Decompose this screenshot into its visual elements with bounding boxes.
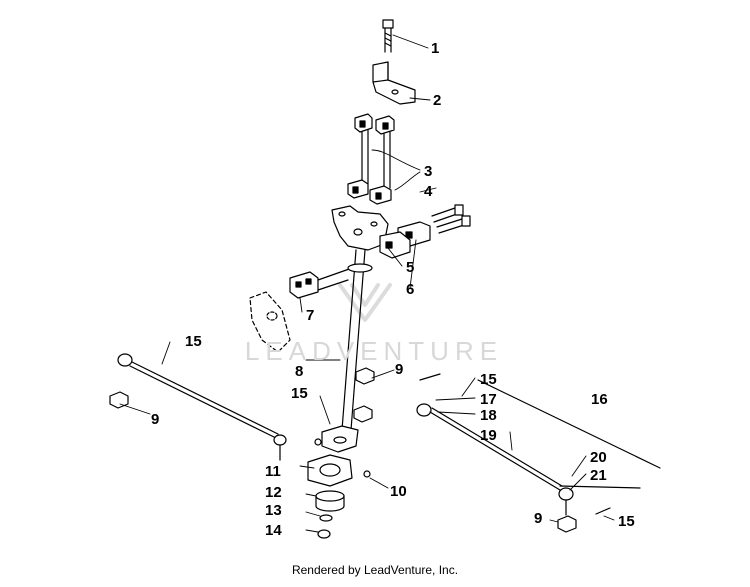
callout-17: 17 (480, 391, 497, 408)
callout-15-left: 15 (185, 333, 202, 350)
callout-21: 21 (590, 467, 607, 484)
part-steering-shaft (321, 249, 373, 453)
part-nuts (353, 367, 375, 423)
callout-9-left: 9 (151, 411, 159, 428)
callout-14: 14 (265, 522, 282, 539)
callout-12: 12 (265, 484, 282, 501)
callout-6: 6 (406, 281, 414, 298)
callout-18: 18 (480, 407, 497, 424)
callout-20: 20 (590, 449, 607, 466)
callout-3: 3 (424, 163, 432, 180)
render-credit: Rendered by LeadVenture, Inc. (291, 563, 459, 577)
callout-4: 4 (424, 183, 433, 200)
callout-9-shaft: 9 (395, 361, 403, 378)
callout-19: 19 (480, 427, 497, 444)
part-tie-rod-left (109, 353, 287, 461)
callout-5: 5 (406, 259, 414, 276)
callout-13: 13 (265, 502, 282, 519)
part-mount-block (331, 204, 471, 259)
watermark-text: LEADVENTURE (245, 336, 503, 366)
part-clamp-left (249, 267, 353, 353)
callout-2: 2 (433, 92, 441, 109)
callout-1: 1 (431, 40, 439, 57)
part-tie-rod-right (416, 373, 661, 533)
leader-lines (119, 34, 615, 533)
callout-10: 10 (390, 483, 407, 500)
part-bracket (372, 61, 416, 105)
callout-labels: 1 2 3 4 5 6 7 8 9 15 15 9 15 17 18 19 16… (151, 40, 635, 539)
watermark-logo (338, 283, 392, 322)
callout-7: 7 (306, 307, 314, 324)
callout-11: 11 (265, 463, 281, 480)
callout-9-right: 9 (534, 510, 542, 527)
part-bolt-top (382, 19, 394, 53)
part-lower-bearing (307, 438, 371, 539)
callout-8: 8 (295, 363, 303, 380)
callout-16: 16 (591, 391, 608, 408)
callout-15-right: 15 (480, 371, 497, 388)
callout-15-bottom: 15 (618, 513, 635, 530)
part-clamp-upper (347, 113, 395, 205)
callout-15-shaft: 15 (291, 385, 308, 402)
